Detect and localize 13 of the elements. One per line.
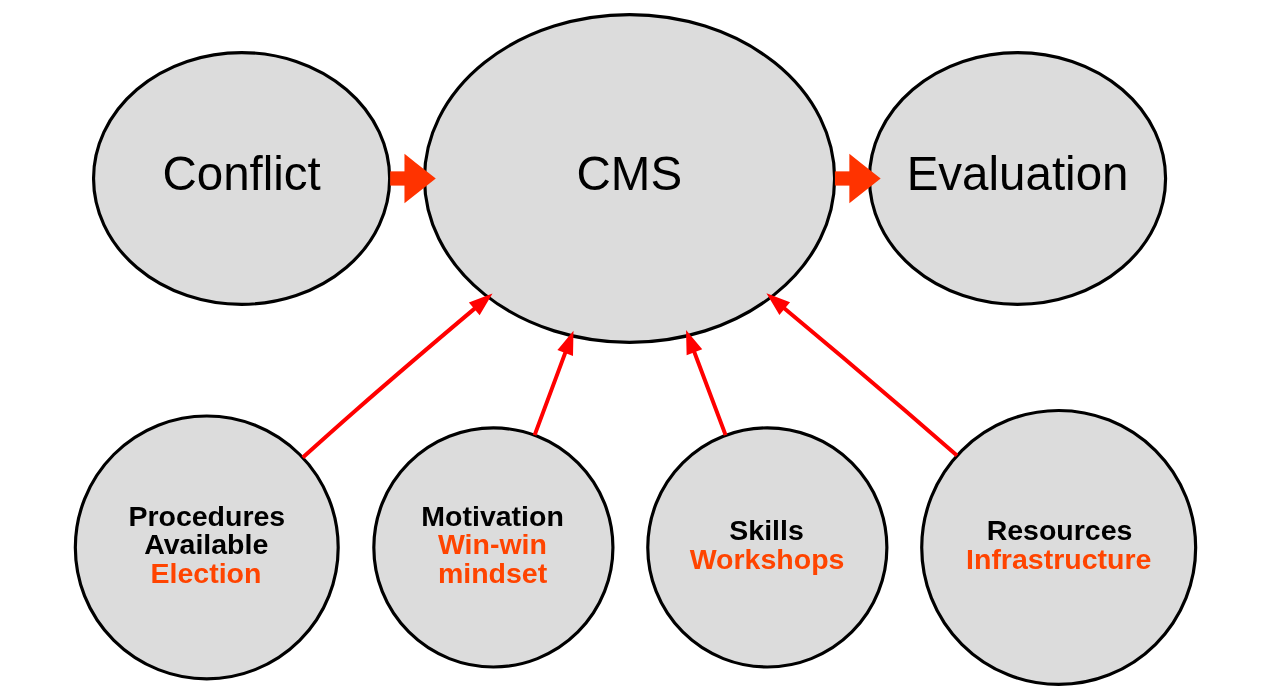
node-circle: Motivation Win-win mindset xyxy=(371,426,615,669)
arrow xyxy=(765,293,958,458)
node-ellipse: Conflict xyxy=(91,51,391,306)
node-circle: Procedures Available Election xyxy=(73,414,340,681)
node-circle: Skills Workshops xyxy=(645,426,888,669)
node-ellipse: Evaluation xyxy=(867,51,1167,306)
node-ellipse: CMS xyxy=(422,13,836,344)
arrow xyxy=(389,153,436,204)
arrow xyxy=(300,293,492,459)
arrow xyxy=(685,330,727,436)
arrow xyxy=(834,153,881,204)
node-circle: Resources Infrastructure xyxy=(919,408,1197,686)
arrow xyxy=(532,330,573,436)
